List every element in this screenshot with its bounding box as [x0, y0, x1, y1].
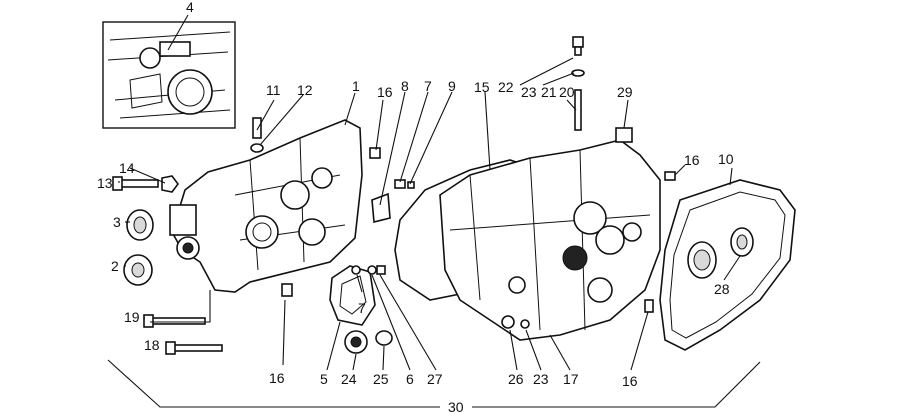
left-housing: [169, 119, 363, 293]
label-25: 25: [373, 371, 389, 387]
label-12: 12: [297, 82, 313, 98]
label-26: 26: [508, 371, 524, 387]
label-11: 11: [266, 82, 281, 98]
label-23-top: 23: [521, 84, 537, 100]
top-parts: [501, 36, 676, 329]
label-5: 5: [320, 371, 328, 387]
label-21: 21: [541, 84, 557, 100]
label-9: 9: [448, 78, 456, 94]
callout-labels: 4 11 12 1 16 8 7 9 15 22 23 21 20 29 16 …: [97, 0, 734, 412]
label-18: 18: [144, 337, 160, 353]
label-15: 15: [474, 79, 490, 95]
label-3: 3: [113, 214, 121, 230]
label-27: 27: [427, 371, 443, 387]
label-8: 8: [401, 78, 409, 94]
label-4: 4: [186, 0, 194, 15]
label-30: 30: [448, 399, 464, 412]
label-22: 22: [498, 79, 514, 95]
label-24: 24: [341, 371, 357, 387]
label-29: 29: [617, 84, 633, 100]
label-10: 10: [718, 151, 734, 167]
right-housing: [439, 139, 661, 341]
label-20: 20: [559, 84, 575, 100]
bearings-left: [123, 209, 154, 286]
label-23-bottom: 23: [533, 371, 549, 387]
right-gasket: [659, 179, 796, 351]
label-16-br: 16: [622, 373, 638, 389]
label-2: 2: [111, 258, 119, 274]
label-7-top: 7: [424, 78, 432, 94]
label-14: 14: [119, 160, 135, 176]
label-16-bottom: 16: [269, 370, 285, 386]
label-28: 28: [714, 281, 730, 297]
label-19: 19: [124, 309, 140, 325]
leader-lines: [107, 57, 761, 408]
label-17: 17: [563, 371, 579, 387]
label-6: 6: [406, 371, 414, 387]
label-16-right: 16: [684, 152, 700, 168]
label-1: 1: [352, 78, 360, 94]
small-parts-center: [281, 147, 415, 354]
label-16-top: 16: [377, 84, 393, 100]
inset-detail: [102, 14, 236, 129]
bolts-left: [112, 175, 223, 355]
sensor: [250, 117, 264, 153]
label-7-mid: 7: [358, 300, 366, 316]
label-13: 13: [97, 175, 113, 191]
